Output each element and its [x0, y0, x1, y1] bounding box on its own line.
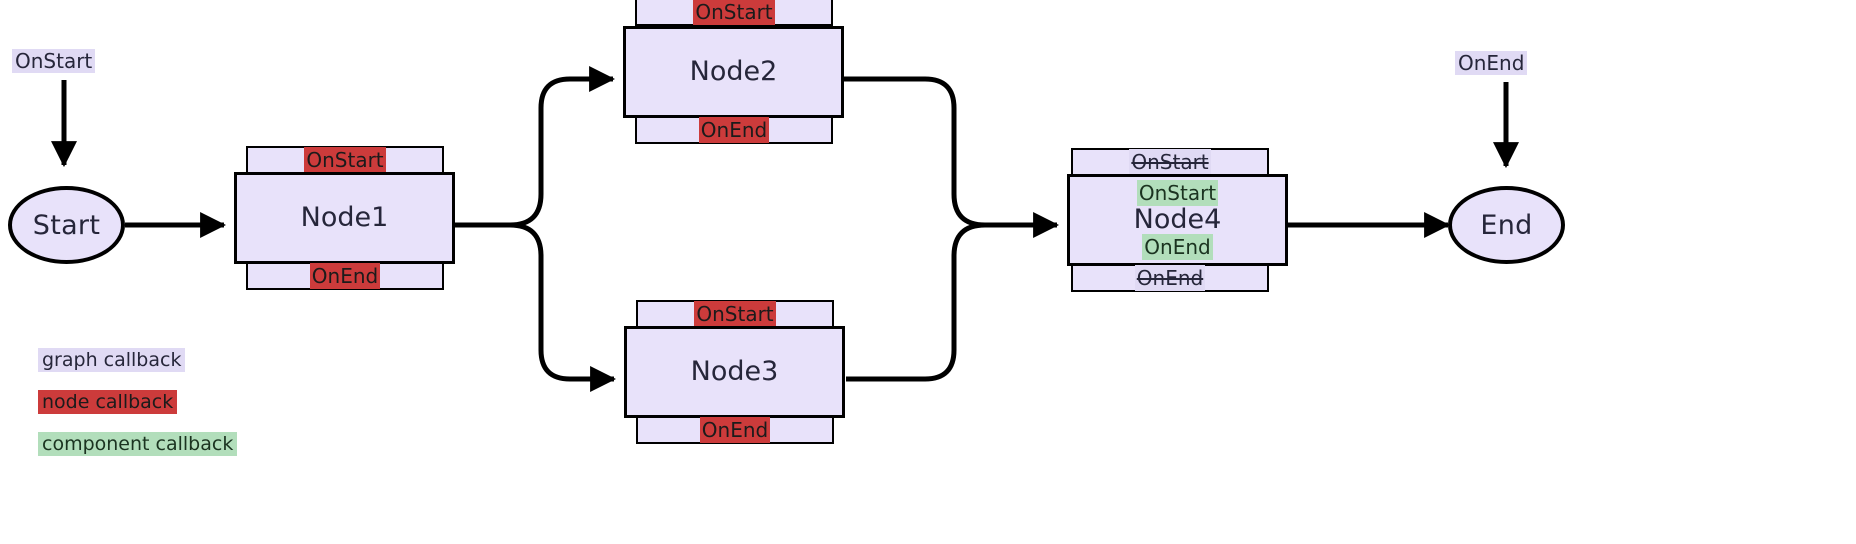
- edge-node2-to-merge: [842, 76, 986, 228]
- legend: graph callback node callback component c…: [38, 348, 238, 474]
- node2-bottom-bar[interactable]: OnEnd: [635, 116, 833, 144]
- legend-label-graph-callback: graph callback: [38, 348, 186, 372]
- node-group-node1[interactable]: OnStart Node1 OnEnd: [224, 146, 464, 304]
- node2-main-box[interactable]: Node2: [623, 26, 844, 118]
- node-group-node4[interactable]: OnStart OnStart Node4 OnEnd OnEnd: [1057, 148, 1297, 306]
- edge-split-to-node3: [509, 222, 617, 392]
- node3-main-box[interactable]: Node3: [624, 326, 845, 418]
- legend-label-node-callback: node callback: [38, 390, 178, 414]
- label-graph-callback-onend: OnEnd: [1455, 51, 1528, 75]
- node3-top-bar-label: OnStart: [694, 301, 776, 327]
- node4-title: Node4: [1133, 203, 1222, 235]
- node-group-node2[interactable]: OnStart Node2 OnEnd: [613, 0, 853, 150]
- legend-label-component-callback: component callback: [38, 432, 238, 456]
- node1-bottom-bar-label: OnEnd: [309, 263, 381, 289]
- node4-top-bar-label: OnStart: [1129, 149, 1211, 175]
- node3-top-bar[interactable]: OnStart: [636, 300, 834, 328]
- node4-top-bar[interactable]: OnStart: [1071, 148, 1269, 176]
- node3-bottom-bar[interactable]: OnEnd: [636, 416, 834, 444]
- node2-top-bar[interactable]: OnStart: [635, 0, 833, 26]
- node2-bottom-bar-label: OnEnd: [698, 117, 770, 143]
- node4-inner-onend: OnEnd: [1142, 234, 1213, 261]
- edge-node3-to-merge: [846, 222, 986, 382]
- node3-bottom-bar-label: OnEnd: [699, 417, 771, 443]
- node4-bottom-bar-label: OnEnd: [1134, 265, 1206, 291]
- edge-split-to-node2: [509, 66, 616, 228]
- node-group-node3[interactable]: OnStart Node3 OnEnd: [614, 300, 854, 458]
- node1-top-bar-label: OnStart: [304, 147, 386, 173]
- node1-main-box[interactable]: Node1: [234, 172, 455, 264]
- node3-title: Node3: [690, 355, 779, 387]
- terminal-start-label: Start: [32, 209, 101, 241]
- node4-inner-onstart: OnStart: [1136, 179, 1219, 206]
- legend-item-node-callback: node callback: [38, 390, 237, 414]
- node1-bottom-bar[interactable]: OnEnd: [246, 262, 444, 290]
- node2-top-bar-label: OnStart: [693, 0, 775, 25]
- node4-main-box[interactable]: OnStart Node4 OnEnd: [1067, 174, 1288, 266]
- legend-item-graph-callback: graph callback: [38, 348, 237, 372]
- terminal-end-label: End: [1480, 209, 1533, 241]
- node1-top-bar[interactable]: OnStart: [246, 146, 444, 174]
- terminal-end[interactable]: End: [1448, 186, 1565, 264]
- node2-title: Node2: [689, 55, 778, 87]
- label-graph-callback-onstart: OnStart: [12, 49, 96, 73]
- node4-bottom-bar[interactable]: OnEnd: [1071, 264, 1269, 292]
- legend-item-component-callback: component callback: [38, 432, 238, 456]
- node1-title: Node1: [300, 201, 389, 233]
- terminal-start[interactable]: Start: [8, 186, 125, 264]
